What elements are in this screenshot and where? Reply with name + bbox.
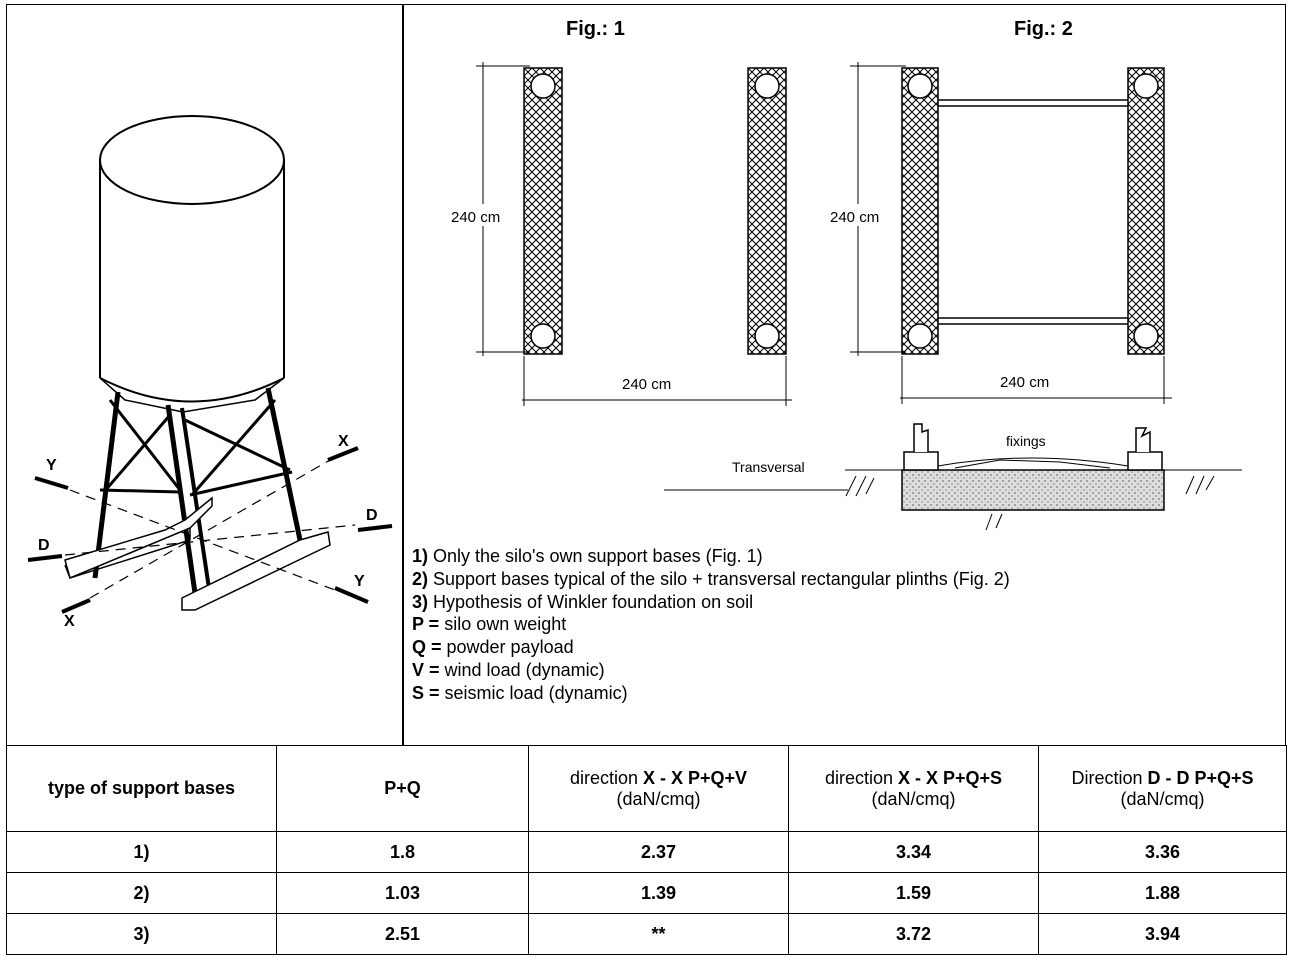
table-cell: ** [528, 913, 789, 955]
axis-label-x-bottom: X [64, 613, 75, 630]
legend-text: Support bases typical of the silo + tran… [428, 568, 1010, 589]
fig2-title: Fig.: 2 [1014, 18, 1073, 40]
header-xx-pqs: direction X - X P+Q+S(daN/cmq) [788, 745, 1039, 832]
table-cell: 3.72 [788, 913, 1039, 955]
header-pq: P+Q [276, 745, 529, 832]
table-cell: 3) [6, 913, 277, 955]
legend-item: 1) Only the silo's own support bases (Fi… [412, 545, 1010, 568]
legend-item: Q = powder payload [412, 636, 1010, 659]
legend-key: 1) [412, 546, 429, 566]
foundation-section [664, 423, 1242, 531]
table-row: 2) 1.03 1.39 1.59 1.88 [6, 872, 1287, 914]
table-cell: 1) [6, 831, 277, 873]
legend-text: Only the silo's own support bases (Fig. … [428, 546, 763, 566]
legend-item: P = silo own weight [412, 613, 1010, 636]
legend-item: 3) Hypothesis of Winkler foundation on s… [412, 591, 1010, 614]
fig2-plan [850, 62, 1172, 404]
fig1-width-dimension: 240 cm [622, 376, 671, 393]
legend-item: 2) Support bases typical of the silo + t… [412, 568, 1010, 591]
table-cell: 3.94 [1038, 913, 1287, 955]
table-cell: 1.39 [528, 872, 789, 914]
legend-item: S = seismic load (dynamic) [412, 682, 1010, 705]
axis-label-y-right: Y [354, 573, 365, 590]
legend-text: powder payload [441, 637, 574, 658]
header-dd-pqs: Direction D - D P+Q+S(daN/cmq) [1038, 745, 1287, 832]
transversal-label: Transversal [732, 459, 805, 475]
table-cell: 1.8 [276, 831, 529, 873]
table-header-row: type of support bases P+Q direction X - … [6, 745, 1287, 832]
fig1-title: Fig.: 1 [566, 18, 625, 40]
legend-text: seismic load (dynamic) [439, 682, 628, 703]
table-cell: 1.03 [276, 872, 529, 914]
table-cell: 3.36 [1038, 831, 1287, 873]
table-cell: 2) [6, 872, 277, 914]
table-row: 3) 2.51 ** 3.72 3.94 [6, 913, 1287, 955]
panel-divider [402, 4, 404, 746]
silo-illustration [27, 115, 393, 614]
table-row: 1) 1.8 2.37 3.34 3.36 [6, 831, 1287, 873]
legend-key: 2) [412, 568, 429, 589]
header-xx-pqv: direction X - X P+Q+V(daN/cmq) [528, 745, 789, 832]
axis-label-d-right: D [366, 507, 378, 524]
legend-list: 1) Only the silo's own support bases (Fi… [412, 545, 1010, 705]
legend-key: Q = [412, 637, 442, 658]
table-cell: 3.34 [788, 831, 1039, 873]
table-cell: 2.37 [528, 831, 789, 873]
load-table: type of support bases P+Q direction X - … [6, 745, 1287, 955]
axis-label-d-left: D [38, 537, 50, 554]
axis-label-x-top: X [338, 433, 349, 450]
axis-label-y-left: Y [46, 457, 57, 474]
fig1-height-dimension: 240 cm [451, 209, 500, 226]
fig1-plan [476, 62, 792, 406]
legend-text: wind load (dynamic) [439, 659, 605, 680]
legend-key: V = [412, 659, 440, 680]
legend-text: silo own weight [439, 614, 567, 635]
legend-item: V = wind load (dynamic) [412, 659, 1010, 682]
fig2-height-dimension: 240 cm [830, 209, 879, 226]
fig2-width-dimension: 240 cm [1000, 374, 1049, 391]
legend-key: S = [412, 682, 440, 703]
legend-text: Hypothesis of Winkler foundation on soil [428, 591, 754, 612]
table-cell: 1.88 [1038, 872, 1287, 914]
table-cell: 1.59 [788, 872, 1039, 914]
legend-key: 3) [412, 591, 429, 612]
table-cell: 2.51 [276, 913, 529, 955]
legend-key: P = [412, 614, 440, 635]
header-support-type: type of support bases [6, 745, 277, 832]
fixings-label: fixings [1006, 433, 1046, 449]
